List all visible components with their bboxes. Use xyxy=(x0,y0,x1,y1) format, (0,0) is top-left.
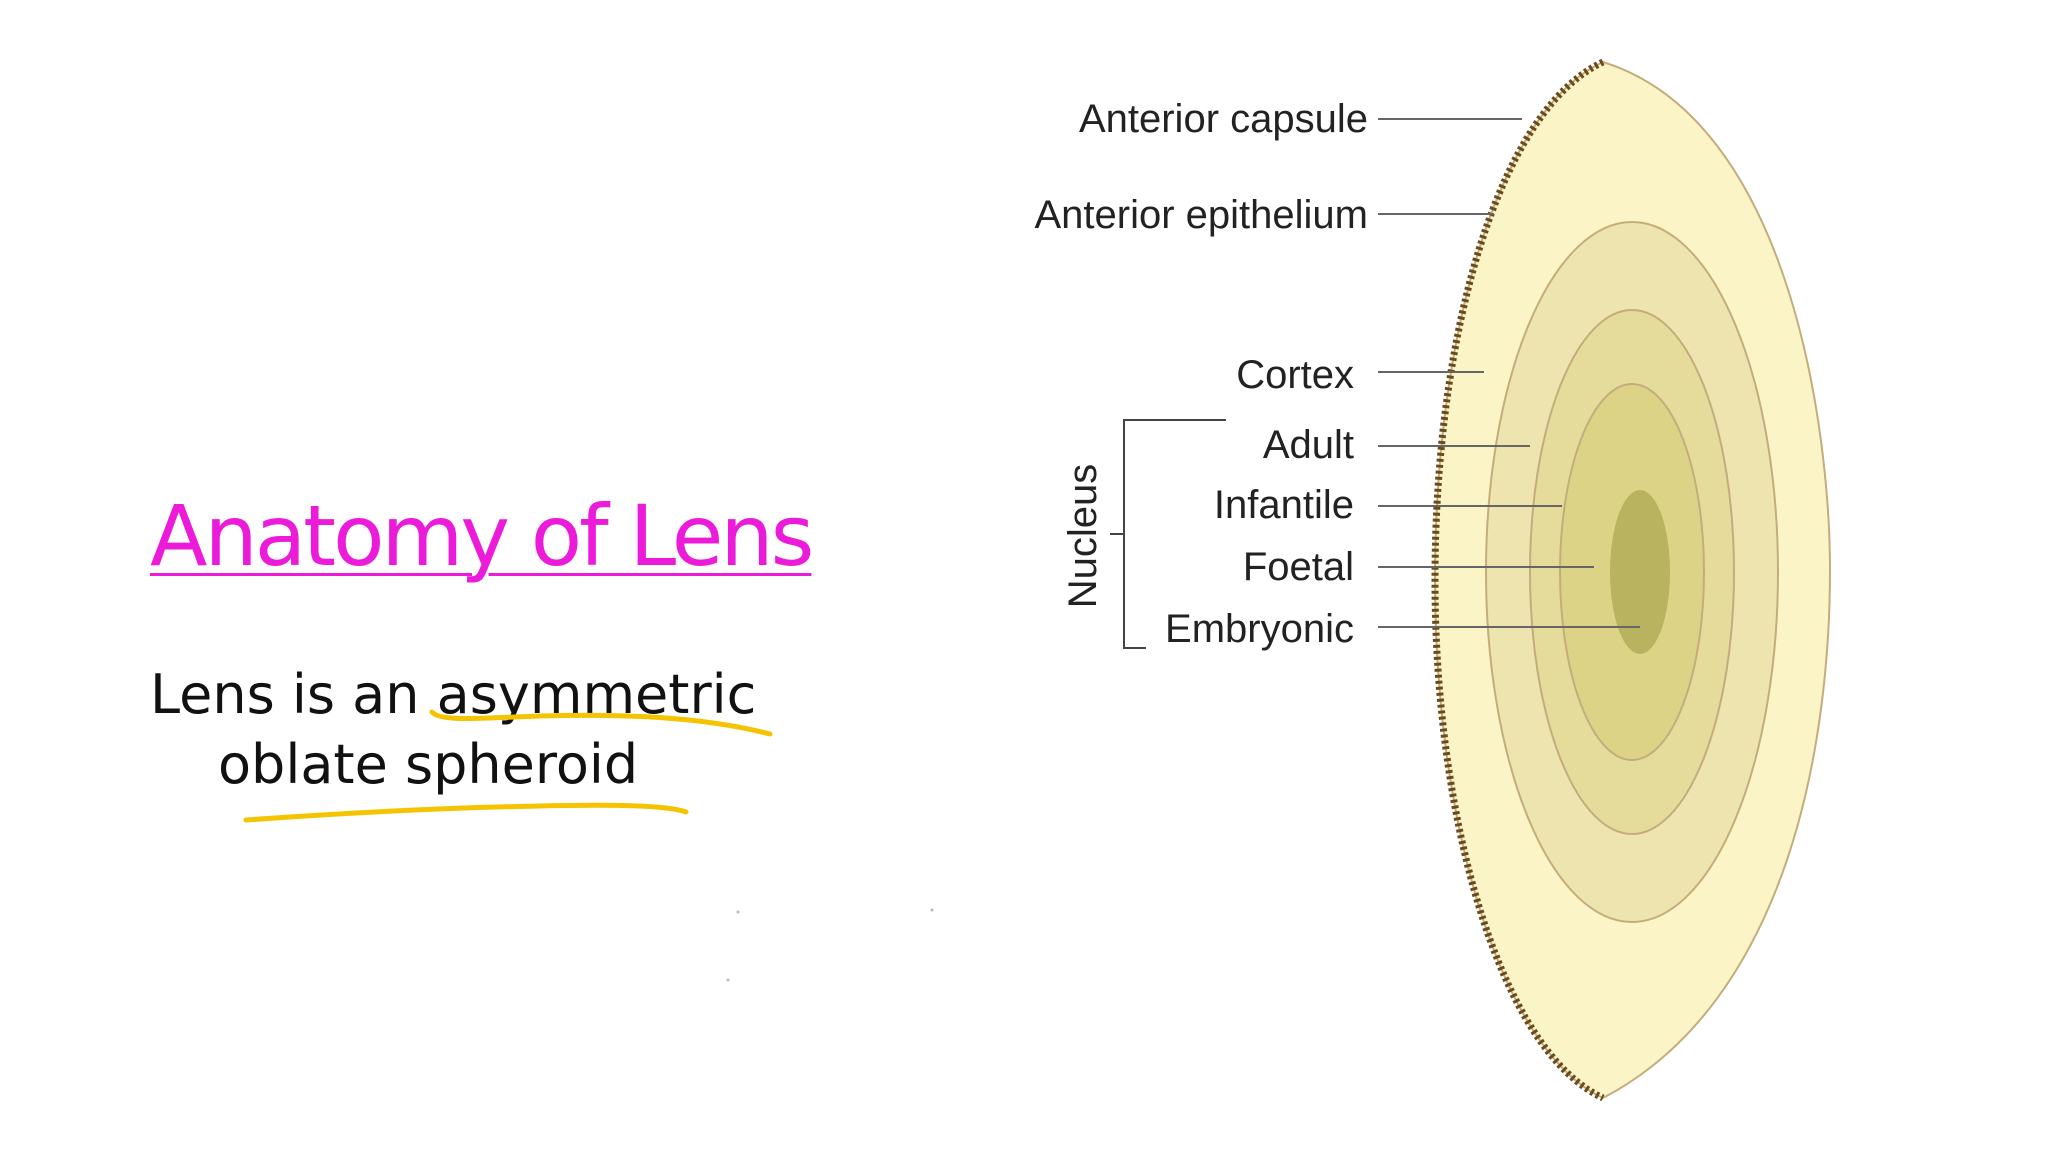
label-adult: Adult xyxy=(1263,423,1354,467)
label-nucleus: Nucleus xyxy=(1061,464,1105,609)
label-embryonic: Embryonic xyxy=(1165,607,1354,651)
body-text-line-2: oblate spheroid xyxy=(218,733,639,796)
stray-mark xyxy=(930,908,934,912)
label-infantile: Infantile xyxy=(1214,483,1354,527)
label-cortex: Cortex xyxy=(1236,353,1354,397)
highlight-underline-1 xyxy=(429,709,773,737)
highlight-underline-2 xyxy=(243,802,689,823)
stray-mark xyxy=(736,910,740,914)
label-foetal: Foetal xyxy=(1243,545,1354,589)
slide-title: Anatomy of Lens xyxy=(150,487,814,585)
body-text-line-1: Lens is an asymmetric xyxy=(150,663,757,726)
anterior-capsule-edge xyxy=(1431,58,1605,1102)
stray-mark xyxy=(726,978,730,982)
nucleus-embryonic xyxy=(1610,490,1670,654)
label-anterior-capsule: Anterior capsule xyxy=(1079,97,1368,141)
label-anterior-epithelium: Anterior epithelium xyxy=(1035,193,1369,237)
leader-lines xyxy=(1378,118,1640,628)
nucleus-bracket xyxy=(1110,419,1226,649)
